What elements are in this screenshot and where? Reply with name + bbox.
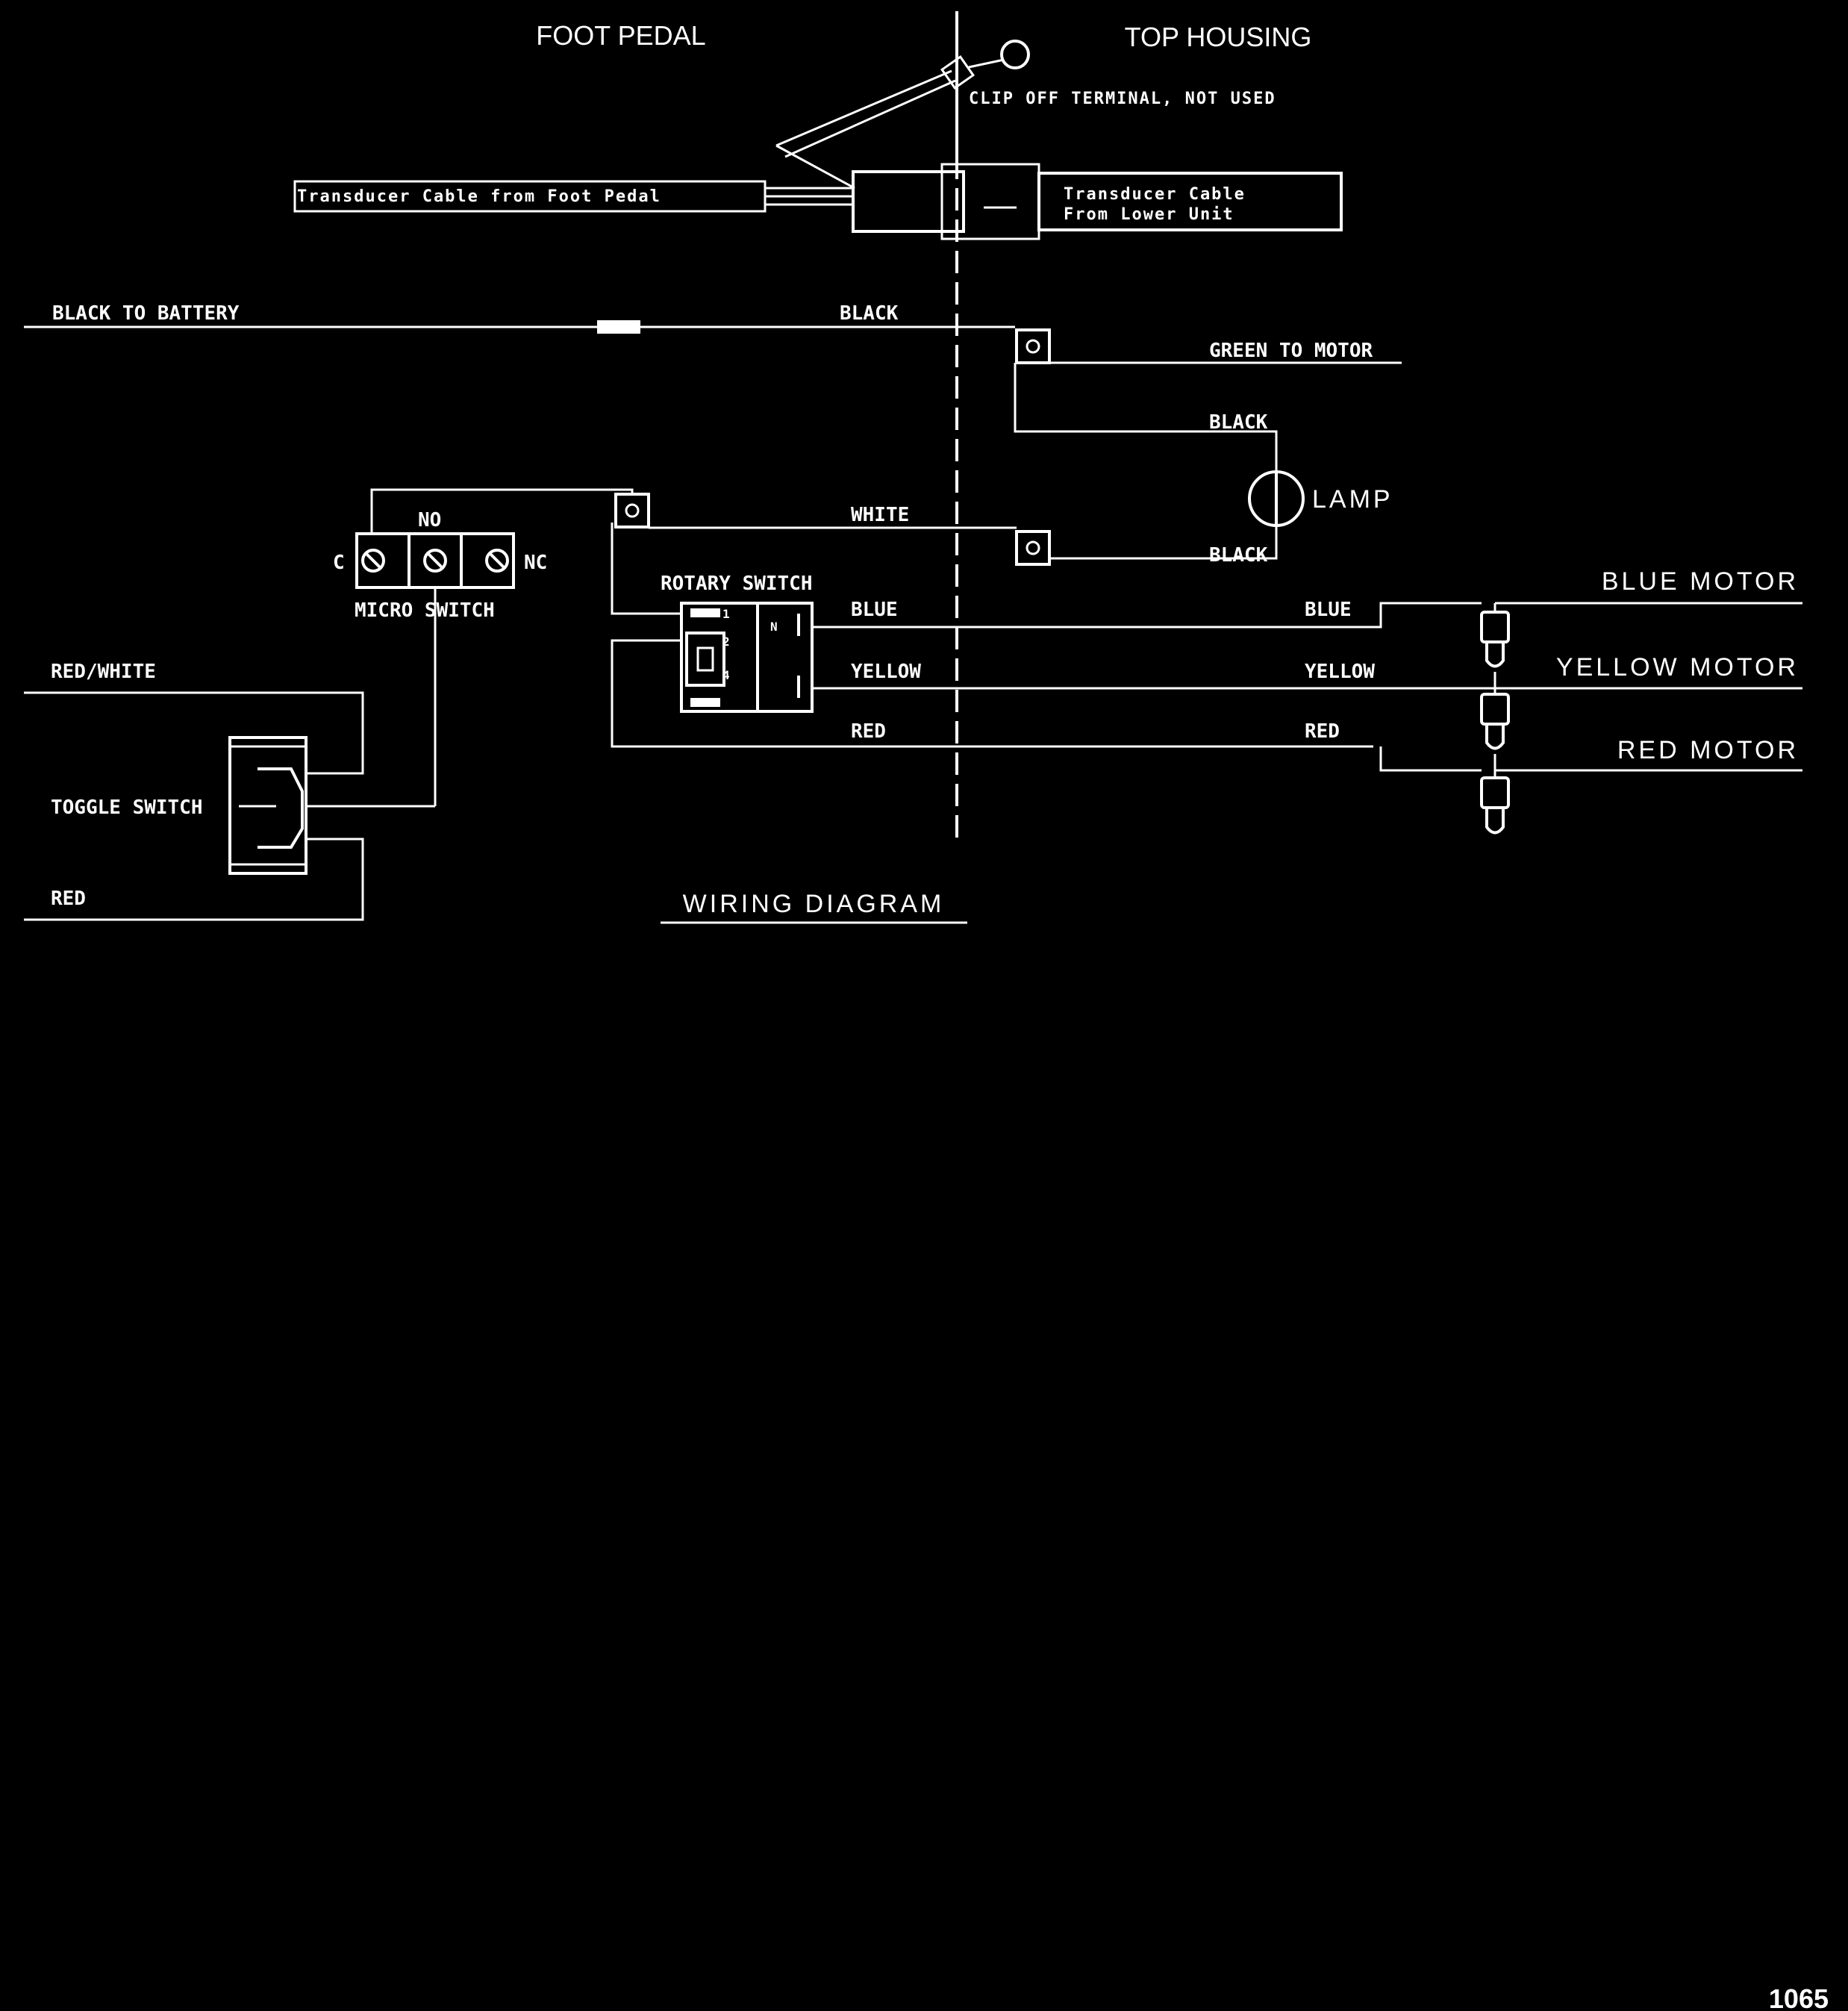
yellow-right-label: YELLOW [1305,661,1375,683]
micro-switch-label: MICRO SWITCH [355,599,495,622]
toggle-switch-label: TOGGLE SWITCH [51,796,203,819]
red-label: RED [51,888,86,910]
transducer-cable-pedal-label: Transducer Cable from Foot Pedal [297,187,661,206]
micro-switch-no-label: NO [418,509,441,531]
yellow-left-label: YELLOW [851,661,921,683]
red-left-label: RED [851,720,886,743]
diagram-title: WIRING DIAGRAM [683,890,945,918]
blue-left-label: BLUE [851,599,898,621]
page-number: 1065 [1769,1983,1829,2011]
transducer-cable-lower-label-2: From Lower Unit [1064,205,1234,224]
transducer-cable-lower [984,172,1343,231]
rotary-pin-4: 4 [722,668,730,682]
motor-connectors [1480,602,1802,835]
blue-wire [812,602,1482,629]
transducer-cable-lower-label-1: Transducer Cable [1064,185,1246,204]
blue-motor-label: BLUE MOTOR [1602,567,1799,596]
yellow-motor-label: YELLOW MOTOR [1556,653,1799,682]
transducer-cable-pedal [293,144,1040,240]
rotary-pin-1: 1 [722,607,730,621]
white-label: WHITE [851,504,909,526]
black-to-battery-label: BLACK TO BATTERY [52,302,240,325]
top-terminal [1014,328,1402,560]
red-motor-label: RED MOTOR [1617,736,1799,764]
green-to-motor-label: GREEN TO MOTOR [1209,340,1373,362]
red-right-label: RED [1305,720,1340,743]
micro-switch [355,532,515,806]
red-white-label: RED/WHITE [51,661,156,683]
micro-switch-nc-label: NC [524,552,547,574]
rotary-switch-label: ROTARY SWITCH [661,573,813,595]
black-label: BLACK [840,302,899,325]
lamp-label: LAMP [1312,485,1393,514]
white-wire [370,488,1051,566]
clip-off-terminal [775,40,1030,158]
lamp-symbol [1248,470,1305,527]
rotary-n-label: N [770,620,778,634]
blue-right-label: BLUE [1305,599,1352,621]
top-housing-header: TOP HOUSING [1125,22,1312,52]
red-wire [1379,746,1482,772]
rotary-switch [611,523,1373,748]
black-battery-wire [24,320,1015,334]
micro-switch-c-label: C [333,552,345,574]
toggle-switch [24,691,435,921]
clip-off-label: CLIP OFF TERMINAL, NOT USED [969,90,1276,108]
rotary-pin-2: 2 [722,635,730,649]
lamp-black-top-label: BLACK [1209,411,1268,434]
lamp-black-bottom-label: BLACK [1209,544,1268,567]
foot-pedal-header: FOOT PEDAL [536,20,705,51]
